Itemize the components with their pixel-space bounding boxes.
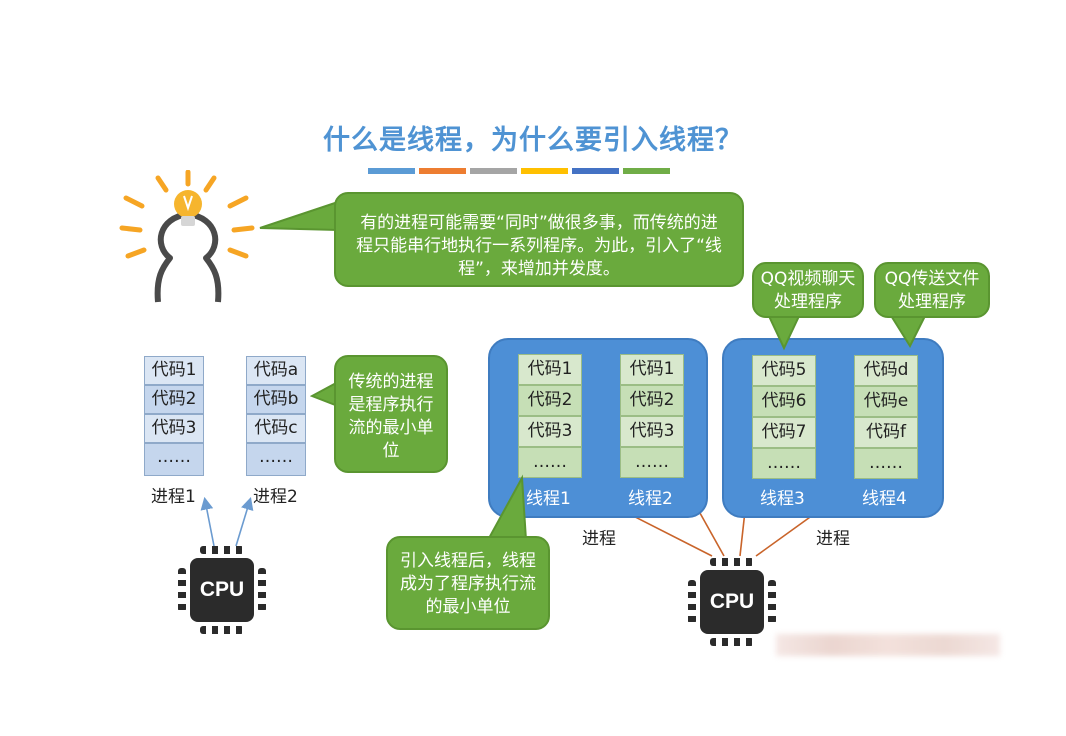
speech-bubble-text: 有的进程可能需要“同时”做很多事，而传统的进程只能串行地执行一系列程序。为此，引… [356, 213, 722, 279]
speech-bubble: 有的进程可能需要“同时”做很多事，而传统的进程只能串行地执行一系列程序。为此，引… [334, 192, 744, 287]
thread2-cell-4: …… [620, 447, 684, 478]
thread4-cell-2: 代码e [854, 386, 918, 417]
thread4-cell-3: 代码f [854, 417, 918, 448]
qq-chat-text: QQ视频聊天处理程序 [760, 269, 856, 312]
process2-label: 进程2 [253, 487, 298, 507]
thread2-cell-2: 代码2 [620, 385, 684, 416]
thread1-cell-4: …… [518, 447, 582, 478]
stripe-3 [470, 168, 517, 174]
process1-cell-3: 代码3 [144, 414, 204, 443]
stripe-4 [521, 168, 568, 174]
stripe-1 [368, 168, 415, 174]
process-b-label: 进程 [816, 529, 850, 549]
thread3-cell-4: …… [752, 448, 816, 479]
thread3-cell-2: 代码6 [752, 386, 816, 417]
qq-file-callout: QQ传送文件处理程序 [874, 262, 990, 318]
thread3-cell-1: 代码5 [752, 355, 816, 386]
qq-file-text: QQ传送文件处理程序 [884, 269, 980, 312]
thread1-cell-2: 代码2 [518, 385, 582, 416]
process2-cell-2: 代码b [246, 385, 306, 414]
cpu-left-pin-top [200, 546, 244, 554]
process-a-label: 进程 [582, 529, 616, 549]
threaded-note-text: 引入线程后，线程成为了程序执行流的最小单位 [400, 551, 536, 617]
qq-chat-callout: QQ视频聊天处理程序 [752, 262, 864, 318]
process1-label: 进程1 [151, 487, 196, 507]
traditional-note-text: 传统的进程是程序执行流的最小单位 [348, 372, 434, 461]
process2-cell-1: 代码a [246, 356, 306, 385]
cpu-left-pin-right [258, 568, 266, 612]
cpu-right-pin-bottom [710, 638, 754, 646]
thread4-label: 线程4 [862, 489, 907, 509]
page-title: 什么是线程，为什么要引入线程？ [323, 125, 743, 156]
thread2-cell-3: 代码3 [620, 416, 684, 447]
thread2-label: 线程2 [628, 489, 673, 509]
stripe-6 [623, 168, 670, 174]
process1-cell-2: 代码2 [144, 385, 204, 414]
thread1-cell-3: 代码3 [518, 416, 582, 447]
cpu-left-pin-bottom [200, 626, 244, 634]
stripe-5 [572, 168, 619, 174]
thread4-cell-1: 代码d [854, 355, 918, 386]
thread3-label: 线程3 [760, 489, 805, 509]
cpu-right-pin-left [688, 580, 696, 624]
qq-callout-tails [766, 313, 928, 351]
process2-cell-3: 代码c [246, 414, 306, 443]
process1-cell-4: …… [144, 443, 204, 476]
thinking-person-icon [119, 170, 255, 303]
cpu-right: CPU [700, 570, 764, 634]
process2-cell-4: …… [246, 443, 306, 476]
thread3-cell-3: 代码7 [752, 417, 816, 448]
cpu-left: CPU [190, 558, 254, 622]
thread4-cell-4: …… [854, 448, 918, 479]
stripe-2 [419, 168, 466, 174]
threaded-note: 引入线程后，线程成为了程序执行流的最小单位 [386, 536, 550, 630]
cpu-right-pin-right [768, 580, 776, 624]
cpu-left-pin-left [178, 568, 186, 612]
threaded-note-tail [486, 474, 528, 541]
blurred-watermark [776, 634, 1000, 656]
traditional-note: 传统的进程是程序执行流的最小单位 [334, 355, 448, 473]
cpu-right-pin-top [710, 558, 754, 566]
thread2-cell-1: 代码1 [620, 354, 684, 385]
process1-cell-1: 代码1 [144, 356, 204, 385]
thread1-cell-1: 代码1 [518, 354, 582, 385]
thread1-label: 线程1 [526, 489, 571, 509]
